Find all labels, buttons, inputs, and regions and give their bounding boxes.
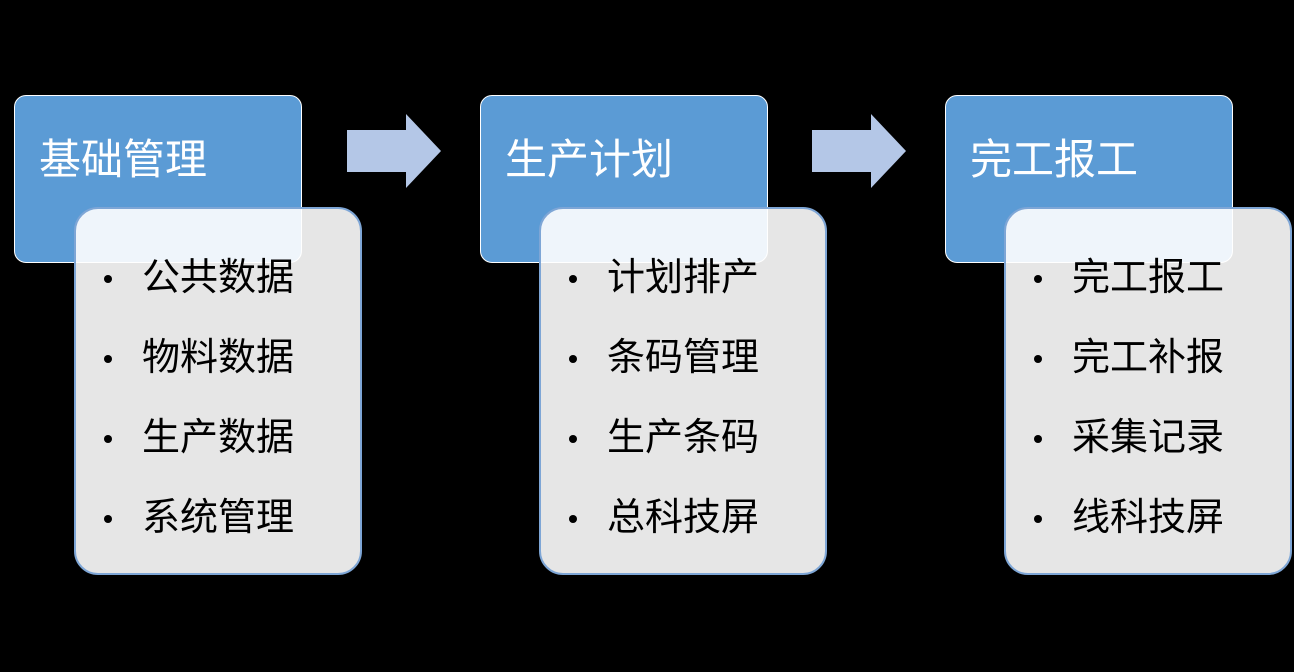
list-item: 完工补报 <box>1034 331 1224 411</box>
arrow-shape <box>812 114 906 188</box>
list-item-label: 公共数据 <box>142 255 295 299</box>
list-item-label: 完工报工 <box>1072 255 1225 299</box>
stage-item-list: 完工报工 完工补报 采集记录 线科技屏 <box>1004 207 1292 575</box>
list-item: 采集记录 <box>1034 411 1224 491</box>
list-item: 计划排产 <box>569 251 759 331</box>
bullet-icon <box>1034 275 1042 283</box>
list-item-label: 生产数据 <box>142 415 295 459</box>
bullet-icon <box>104 275 112 283</box>
list-item-label: 计划排产 <box>607 255 760 299</box>
list-item-label: 采集记录 <box>1072 415 1225 459</box>
list-item: 系统管理 <box>104 491 294 571</box>
bullet-icon <box>104 355 112 363</box>
list-item-label: 物料数据 <box>142 335 295 379</box>
bullet-icon <box>1034 515 1042 523</box>
bullet-icon <box>1034 355 1042 363</box>
bullet-icon <box>569 435 577 443</box>
bullet-icon <box>569 355 577 363</box>
list-item: 条码管理 <box>569 331 759 411</box>
bullet-icon <box>569 515 577 523</box>
list-item: 线科技屏 <box>1034 491 1224 571</box>
bullet-icon <box>104 515 112 523</box>
right-arrow-icon <box>812 114 906 188</box>
list-item: 总科技屏 <box>569 491 759 571</box>
list-item: 公共数据 <box>104 251 294 331</box>
list-item: 完工报工 <box>1034 251 1224 331</box>
stage-title: 完工报工 <box>970 135 1139 184</box>
bullet-icon <box>1034 435 1042 443</box>
list-item: 物料数据 <box>104 331 294 411</box>
arrow-shape <box>347 114 441 188</box>
stage-item-list: 计划排产 条码管理 生产条码 总科技屏 <box>539 207 827 575</box>
list-item-label: 总科技屏 <box>607 495 760 539</box>
list-item-label: 条码管理 <box>607 335 760 379</box>
stage-title: 生产计划 <box>505 135 674 184</box>
list-item-label: 生产条码 <box>607 415 760 459</box>
stage-title: 基础管理 <box>39 135 208 184</box>
list-item: 生产数据 <box>104 411 294 491</box>
right-arrow-icon <box>347 114 441 188</box>
stage-item-list: 公共数据 物料数据 生产数据 系统管理 <box>74 207 362 575</box>
list-item-label: 系统管理 <box>142 495 295 539</box>
bullet-icon <box>569 275 577 283</box>
bullet-icon <box>104 435 112 443</box>
list-item: 生产条码 <box>569 411 759 491</box>
list-item-label: 完工补报 <box>1072 335 1225 379</box>
list-item-label: 线科技屏 <box>1072 495 1225 539</box>
